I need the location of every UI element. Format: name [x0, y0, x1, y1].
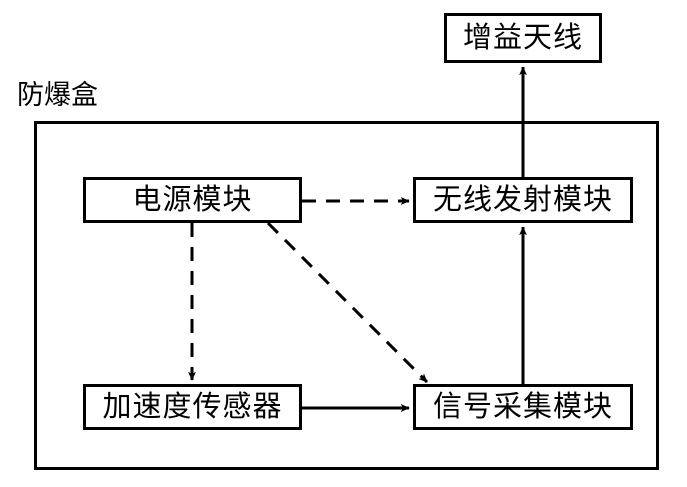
node-gain-antenna-label: 增益天线 — [462, 19, 583, 54]
enclosure-explosion-proof-box — [34, 121, 659, 470]
node-acceleration-sensor-label: 加速度传感器 — [102, 388, 283, 423]
enclosure-label: 防爆盒 — [17, 80, 98, 111]
node-gain-antenna[interactable]: 增益天线 — [444, 13, 602, 63]
node-signal-acquisition-module-label: 信号采集模块 — [432, 388, 613, 423]
node-signal-acquisition-module[interactable]: 信号采集模块 — [413, 384, 633, 430]
node-acceleration-sensor[interactable]: 加速度传感器 — [83, 384, 302, 430]
node-wireless-transmit-module[interactable]: 无线发射模块 — [413, 177, 633, 223]
node-power-module-label: 电源模块 — [132, 181, 253, 216]
node-wireless-transmit-module-label: 无线发射模块 — [432, 181, 613, 216]
node-power-module[interactable]: 电源模块 — [83, 177, 302, 223]
